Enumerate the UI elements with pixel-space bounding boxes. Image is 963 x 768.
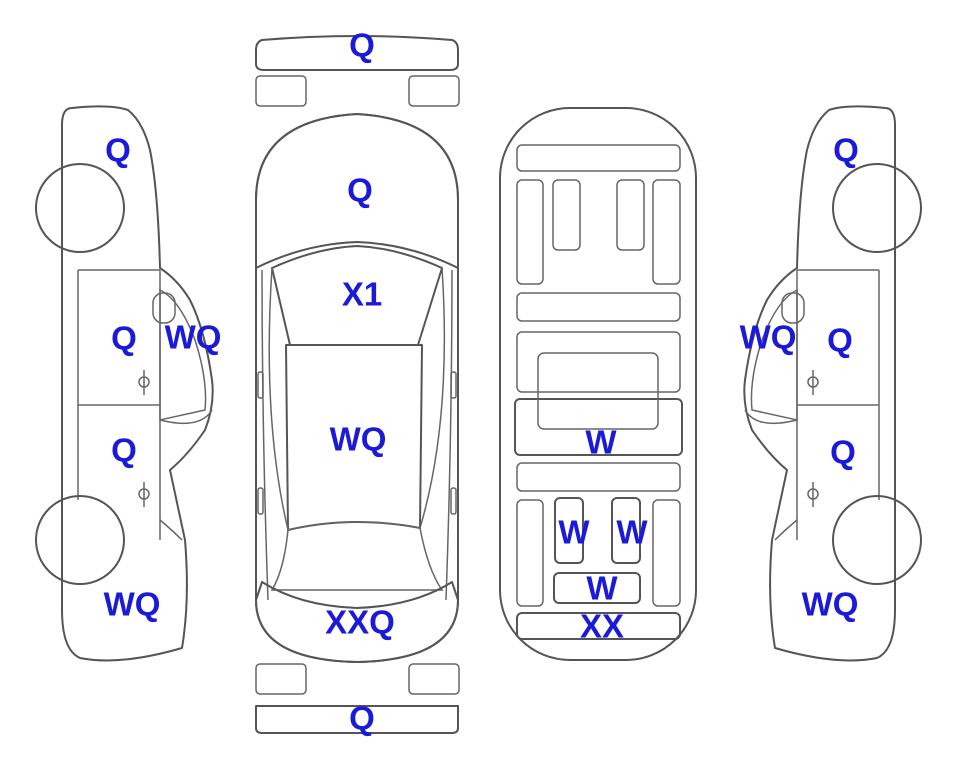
front-bumper-panel[interactable] [255,35,459,71]
left-front-fender-label[interactable]: Q [105,132,131,169]
underbody-center-label[interactable]: W [585,424,617,461]
right-front-door-handle-icon [807,370,819,395]
underbody-center-panel[interactable] [514,398,683,456]
left-rear-door-label[interactable]: Q [111,432,137,469]
left-front-door-label[interactable]: Q [111,320,137,357]
roof-label[interactable]: WQ [330,421,387,458]
top-view: Q Q X1 WQ XXQ Q [255,27,460,737]
underbody-rear-cross-panel[interactable] [553,572,641,604]
left-front-wheel [35,163,125,253]
right-front-wheel [832,163,922,253]
rear-window-label[interactable]: XXQ [325,604,395,641]
right-front-door-label[interactable]: Q [827,322,853,359]
underbody-view: W W W W XX [499,107,697,661]
underbody-right-rear-panel[interactable] [611,497,641,564]
right-mirror-label[interactable]: WQ [740,319,797,356]
left-rear-quarter-label[interactable]: WQ [104,586,161,623]
right-front-fender-label[interactable]: Q [833,132,859,169]
left-body-panel[interactable] [61,105,214,662]
right-side-window [750,288,798,421]
left-rear-wheel [35,495,125,585]
windshield-panel[interactable] [271,245,443,346]
right-rear-wheel [832,495,922,585]
left-rear-door-handle-icon [138,482,150,507]
underbody-left-rear-panel[interactable] [554,497,584,564]
left-mirror [152,292,176,324]
left-side-view: Q WQ Q Q WQ [35,105,222,662]
rear-bumper-label[interactable]: Q [349,700,375,737]
underbody-rear-cross-label[interactable]: W [586,570,618,607]
right-rear-door-handle-icon [807,482,819,507]
rear-window-panel[interactable] [255,581,459,663]
front-bumper-label[interactable]: Q [349,27,375,64]
right-rear-quarter-label[interactable]: WQ [802,586,859,623]
front-right-light [408,75,460,107]
left-front-door-handle-icon [138,370,150,395]
rear-bumper-panel[interactable] [255,705,459,734]
hood-label[interactable]: Q [347,172,373,209]
underbody-left-rear-label[interactable]: W [558,514,590,551]
rear-right-light [408,663,460,695]
underbody-rear-skirt-panel[interactable] [516,612,681,640]
right-body-panel[interactable] [743,105,896,662]
right-mirror [781,292,805,324]
underbody-outline [499,107,697,661]
left-mirror-label[interactable]: WQ [165,319,222,356]
left-side-window [159,288,207,421]
right-side-view: Q WQ Q Q WQ [740,105,922,662]
right-rear-door-label[interactable]: Q [830,434,856,471]
windshield-label[interactable]: X1 [342,276,382,313]
underbody-right-rear-label[interactable]: W [616,514,648,551]
front-left-light [255,75,307,107]
underbody-rear-skirt-label[interactable]: XX [580,608,624,645]
rear-left-light [255,663,307,695]
hood-panel[interactable] [255,113,459,269]
